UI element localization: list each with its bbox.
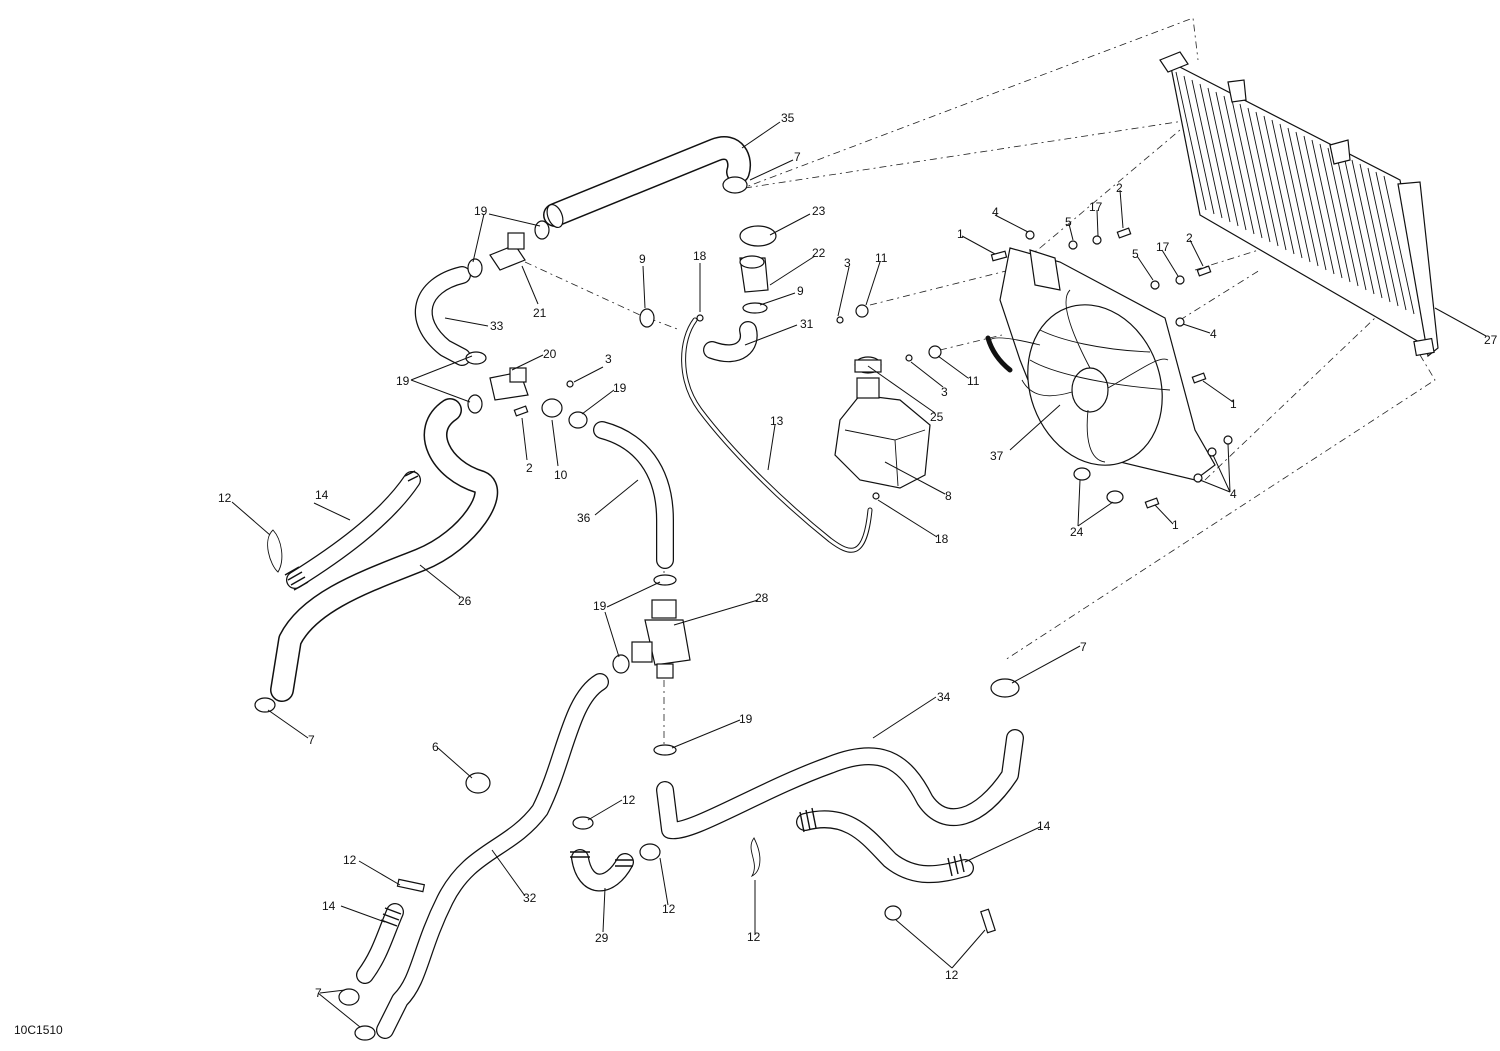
callout-18: 18 (935, 532, 949, 546)
callout-13: 13 (770, 414, 784, 428)
callout-17: 17 (1089, 200, 1103, 214)
callout-2: 2 (1186, 231, 1193, 245)
callout-19: 19 (474, 204, 488, 218)
hose-36 (593, 421, 674, 569)
clamps (254, 176, 1020, 1041)
callout-1: 1 (1230, 397, 1237, 411)
hose-32 (376, 673, 609, 1039)
callout-7: 7 (308, 733, 315, 747)
callout-26: 26 (458, 594, 472, 608)
callout-17: 17 (1156, 240, 1170, 254)
callout-19: 19 (739, 712, 753, 726)
leader-lines (231, 121, 1487, 1028)
callout-11: 11 (967, 374, 980, 388)
fittings (489, 225, 777, 401)
fasteners (513, 227, 1233, 509)
hose-33 (414, 266, 471, 366)
callout-19: 19 (593, 599, 607, 613)
callout-7: 7 (1080, 640, 1087, 654)
callout-4: 4 (1230, 487, 1237, 501)
callout-2: 2 (526, 461, 533, 475)
thermostat-housing (631, 599, 691, 679)
callout-25: 25 (930, 410, 944, 424)
callout-21: 21 (533, 306, 547, 320)
hose-34 (656, 729, 1024, 840)
callout-18: 18 (693, 249, 707, 263)
callout-4: 4 (1210, 327, 1217, 341)
callout-3: 3 (844, 256, 851, 270)
callout-27: 27 (1484, 333, 1498, 347)
callout-3: 3 (941, 385, 948, 399)
callout-33: 33 (490, 319, 504, 333)
callout-36: 36 (577, 511, 591, 525)
radiator (1159, 51, 1439, 358)
callout-35: 35 (781, 111, 795, 125)
callout-29: 29 (595, 931, 609, 945)
callout-12: 12 (218, 491, 232, 505)
fan-assembly (985, 247, 1216, 481)
hose-14-right (796, 807, 974, 884)
callout-5: 5 (1132, 247, 1139, 261)
callout-37: 37 (990, 449, 1004, 463)
callout-19: 19 (613, 381, 627, 395)
upper-hose (543, 136, 751, 229)
callout-12: 12 (662, 902, 676, 916)
diagram-code: 10C1510 (14, 1023, 63, 1037)
callout-1: 1 (1172, 518, 1179, 532)
callout-11: 11 (875, 251, 888, 265)
hose-14-bottom (356, 903, 404, 984)
callouts: 35 7 19 23 22 9 18 21 9 31 33 20 3 19 19… (218, 111, 1498, 1000)
callout-9: 9 (797, 284, 804, 298)
callout-9: 9 (639, 252, 646, 266)
hose-26 (270, 398, 499, 702)
hose-14-left (284, 470, 421, 591)
callout-12: 12 (343, 853, 357, 867)
callout-3: 3 (605, 352, 612, 366)
coolant-reservoir (834, 356, 931, 489)
hose-29 (570, 849, 634, 892)
callout-19: 19 (396, 374, 410, 388)
callout-14: 14 (1037, 819, 1051, 833)
callout-1: 1 (957, 227, 964, 241)
callout-8: 8 (945, 489, 952, 503)
callout-22: 22 (812, 246, 826, 260)
callout-23: 23 (812, 204, 826, 218)
callout-32: 32 (523, 891, 537, 905)
callout-34: 34 (937, 690, 951, 704)
callout-24: 24 (1070, 525, 1084, 539)
callout-31: 31 (800, 317, 814, 331)
callout-7: 7 (794, 150, 801, 164)
radiator-fins (1175, 71, 1415, 315)
callout-4: 4 (992, 205, 999, 219)
callout-5: 5 (1065, 215, 1072, 229)
callout-20: 20 (543, 347, 557, 361)
hose-31 (703, 321, 758, 363)
callout-12: 12 (622, 793, 636, 807)
callout-14: 14 (315, 488, 329, 502)
callout-6: 6 (432, 740, 439, 754)
callout-28: 28 (755, 591, 769, 605)
callout-14: 14 (322, 899, 336, 913)
callout-2: 2 (1116, 181, 1123, 195)
tube-13 (681, 317, 873, 553)
callout-10: 10 (554, 468, 568, 482)
callout-7: 7 (315, 986, 322, 1000)
callout-12: 12 (945, 968, 959, 982)
callout-12: 12 (747, 930, 761, 944)
